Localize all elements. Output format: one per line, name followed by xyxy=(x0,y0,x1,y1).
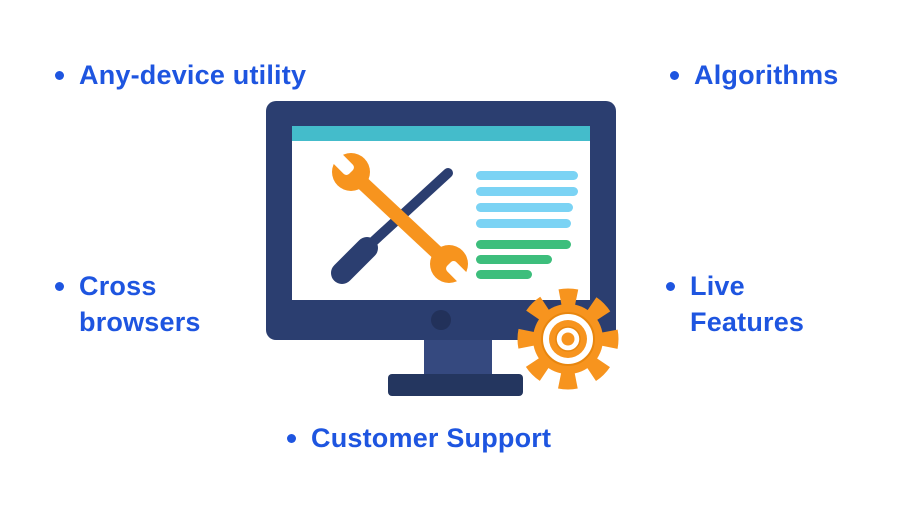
feature-label: Algorithms xyxy=(694,60,839,90)
monitor-illustration xyxy=(266,101,619,396)
feature-customer-support: Customer Support xyxy=(287,421,551,457)
monitor-stand-neck xyxy=(424,335,492,379)
text-line-green xyxy=(476,270,532,279)
wrench-icon xyxy=(328,149,472,287)
text-line-blue xyxy=(476,203,573,212)
gear-icon xyxy=(517,288,619,390)
feature-label: Any-device utility xyxy=(79,60,307,90)
feature-algorithms: Algorithms xyxy=(670,58,839,94)
feature-live-features: Live Features xyxy=(666,269,815,340)
feature-any-device-utility: Any-device utility xyxy=(55,58,306,94)
screen-text-lines xyxy=(476,171,578,279)
bullet-icon xyxy=(55,71,64,80)
monitor-stand-base xyxy=(388,374,523,396)
screwdriver-icon xyxy=(331,168,453,284)
bullet-icon xyxy=(670,71,679,80)
feature-cross-browsers: Cross browsers xyxy=(55,269,229,340)
text-line-green xyxy=(476,255,552,264)
screen-header-bar xyxy=(292,126,590,141)
bullet-icon xyxy=(666,282,675,291)
feature-label: Live Features xyxy=(690,271,805,337)
feature-label: Cross browsers xyxy=(79,271,201,337)
power-button-dot xyxy=(431,310,451,330)
feature-label: Customer Support xyxy=(311,423,552,453)
text-line-blue xyxy=(476,187,578,196)
text-line-blue xyxy=(476,219,571,228)
text-line-blue xyxy=(476,171,578,180)
text-line-green xyxy=(476,240,571,249)
bullet-icon xyxy=(287,434,296,443)
bullet-icon xyxy=(55,282,64,291)
